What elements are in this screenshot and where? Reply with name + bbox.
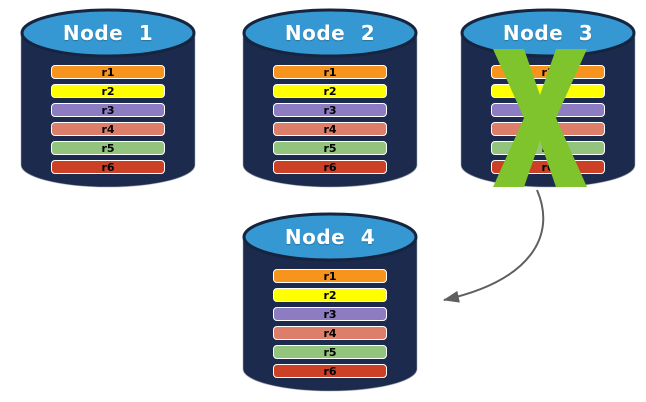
record-label: r1 xyxy=(101,65,115,79)
record-label: r3 xyxy=(323,103,337,117)
record-bar: r4 xyxy=(273,326,387,340)
record-label: r2 xyxy=(101,84,115,98)
node-2: Node 2 r1 r2 r3 r4 r5 r6 xyxy=(241,8,419,189)
record-label: r2 xyxy=(323,84,337,98)
failure-x-icon xyxy=(493,49,587,187)
record-bar: r3 xyxy=(273,103,387,117)
record-bar: r3 xyxy=(273,307,387,321)
node-title: Node 1 xyxy=(62,21,154,45)
record-label: r5 xyxy=(323,345,337,359)
record-bar: r2 xyxy=(273,288,387,302)
record-bar: r5 xyxy=(51,141,165,155)
node-3: Node 3 r1 r2 r3 r4 r5 r6 xyxy=(459,8,637,189)
record-label: r2 xyxy=(323,288,337,302)
record-label: r1 xyxy=(323,65,337,79)
node-title: Node 4 xyxy=(284,225,376,249)
record-label: r5 xyxy=(101,141,115,155)
record-bar: r6 xyxy=(273,160,387,174)
record-label: r6 xyxy=(541,160,555,174)
record-label: r3 xyxy=(101,103,115,117)
record-bar: r6 xyxy=(273,364,387,378)
record-stack: r1 r2 r3 r4 r5 r6 xyxy=(51,65,165,174)
record-label: r4 xyxy=(323,326,337,340)
record-bar: r1 xyxy=(273,65,387,79)
record-bar: r1 xyxy=(51,65,165,79)
record-label: r3 xyxy=(323,307,337,321)
record-bar: r4 xyxy=(51,122,165,136)
record-bar: r2 xyxy=(51,84,165,98)
record-bar: r3 xyxy=(51,103,165,117)
record-bar: r1 xyxy=(273,269,387,283)
node-title: Node 3 xyxy=(502,21,594,45)
record-stack: r1 r2 r3 r4 r5 r6 xyxy=(273,65,387,174)
record-label: r4 xyxy=(101,122,115,136)
record-stack: r1 r2 r3 r4 r5 r6 xyxy=(273,269,387,378)
record-label: r6 xyxy=(101,160,115,174)
node-title: Node 2 xyxy=(284,21,376,45)
record-bar: r4 xyxy=(273,122,387,136)
record-bar: r5 xyxy=(273,141,387,155)
record-label: r5 xyxy=(323,141,337,155)
record-label: r6 xyxy=(323,364,337,378)
node-1: Node 1 r1 r2 r3 r4 r5 r6 xyxy=(19,8,197,189)
record-label: r4 xyxy=(323,122,337,136)
node-4: Node 4 r1 r2 r3 r4 r5 r6 xyxy=(241,212,419,393)
record-label: r1 xyxy=(323,269,337,283)
record-bar: r6 xyxy=(51,160,165,174)
record-bar: r5 xyxy=(273,345,387,359)
record-label: r6 xyxy=(323,160,337,174)
record-bar: r2 xyxy=(273,84,387,98)
